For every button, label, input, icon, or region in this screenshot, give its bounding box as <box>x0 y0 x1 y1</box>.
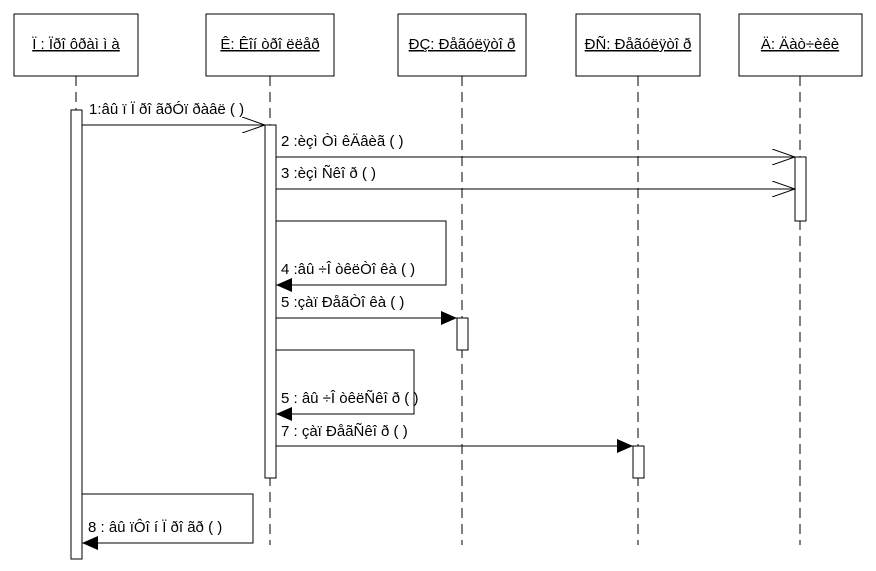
message-8: 8 : âû ïÔî í Ï ðî ãð ( ) <box>82 493 254 550</box>
participant-box-p3: ÐÇ: Ðåãóëÿòî ð <box>397 13 527 77</box>
activation-bar-p1 <box>70 109 83 560</box>
message-6-label: 5 : âû ÷Î òêëÑêî ð ( ) <box>281 390 418 407</box>
message-5: 5 :çàï ÐåãÒî êà ( ) <box>276 294 457 325</box>
message-3: 3 :èçì Ñêî ð ( ) <box>276 165 795 189</box>
message-2-label: 2 :èçì Òì êÄâèã ( ) <box>281 133 404 150</box>
activation-bar-p5 <box>794 156 807 222</box>
activation-bar-p3 <box>456 317 469 351</box>
participant-box-p2: Ê: Êîí òðî ëëåð <box>205 13 335 77</box>
message-5-label: 5 :çàï ÐåãÒî êà ( ) <box>281 294 404 311</box>
message-1: 1:âû ï Ï ðî ãðÓï ðàâë ( ) <box>82 101 265 125</box>
activation-bar-p4 <box>632 445 645 479</box>
activation-bar-p2 <box>264 124 277 479</box>
message-4-label: 4 :âû ÷Î òêëÒî êà ( ) <box>281 261 415 278</box>
participant-label-p3: ÐÇ: Ðåãóëÿòî ð <box>409 36 516 53</box>
participant-box-p4: ÐÑ: Ðåãóëÿòî ð <box>575 13 701 77</box>
participant-label-p4: ÐÑ: Ðåãóëÿòî ð <box>585 36 692 53</box>
participant-label-p1: Ï : Ïðî ôðàì ì à <box>32 36 120 53</box>
message-1-label: 1:âû ï Ï ðî ãðÓï ðàâë ( ) <box>89 101 244 118</box>
message-6: 5 : âû ÷Î òêëÑêî ð ( ) <box>276 349 418 421</box>
message-7-label: 7 : çàï ÐåãÑêî ð ( ) <box>281 423 408 440</box>
message-7: 7 : çàï ÐåãÑêî ð ( ) <box>276 423 633 453</box>
participant-label-p5: Ä: Äàò÷èêè <box>761 36 839 53</box>
message-2: 2 :èçì Òì êÄâèã ( ) <box>276 133 795 157</box>
participant-box-p5: Ä: Äàò÷èêè <box>738 13 863 77</box>
message-4: 4 :âû ÷Î òêëÒî êà ( ) <box>276 220 447 292</box>
participant-label-p2: Ê: Êîí òðî ëëåð <box>220 36 319 53</box>
message-3-label: 3 :èçì Ñêî ð ( ) <box>281 165 376 182</box>
participant-box-p1: Ï : Ïðî ôðàì ì à <box>13 13 139 77</box>
message-8-label: 8 : âû ïÔî í Ï ðî ãð ( ) <box>88 519 222 536</box>
